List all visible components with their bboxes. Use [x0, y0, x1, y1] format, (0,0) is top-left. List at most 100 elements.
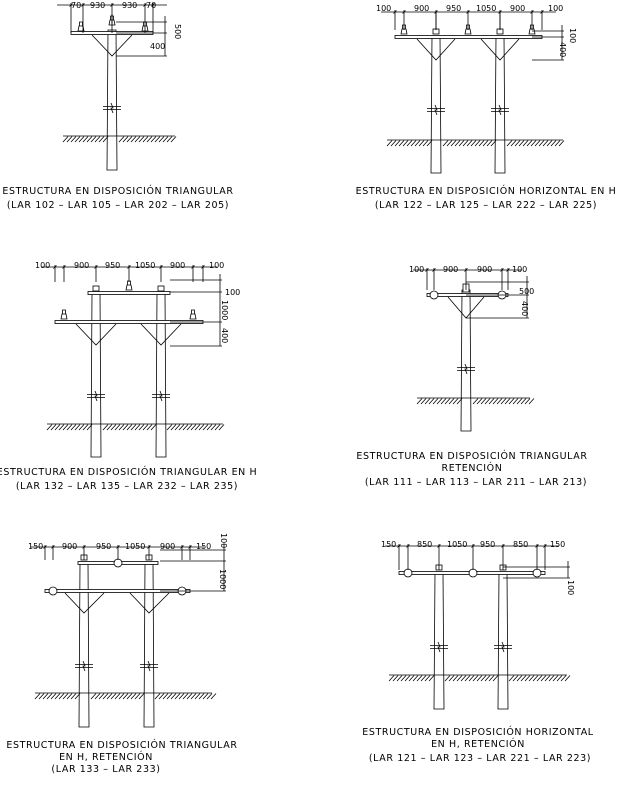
dimension-tick [437, 544, 441, 548]
ground-hatch [134, 136, 141, 143]
ground-hatch [514, 140, 521, 147]
structure-codes: (LAR 102 – LAR 105 – LAR 202 – LAR 205) [7, 200, 229, 211]
ground-hatch [198, 424, 205, 431]
dimension-tick [530, 10, 534, 14]
ground-hatch [206, 693, 213, 700]
insulator-icon [125, 280, 133, 291]
ground-hatch [532, 675, 539, 682]
structure-title: ESTRUCTURA EN DISPOSICIÓN TRIANGULAR EN … [0, 466, 257, 478]
dimension-tick [406, 544, 410, 548]
ground-hatch [404, 675, 411, 682]
ground-hatch [416, 398, 423, 405]
structure-codes: (LAR 133 – LAR 233) [51, 764, 160, 775]
ground-hatch [46, 424, 53, 431]
ground-hatch [50, 424, 57, 431]
ground-hatch [528, 398, 535, 405]
ground-hatch [62, 136, 69, 143]
dim-label: 70 [146, 1, 156, 10]
ground-hatch [394, 140, 401, 147]
ground-hatch [34, 693, 41, 700]
ground-hatch [546, 140, 553, 147]
pole-break-mark [501, 641, 505, 653]
ground-hatch [490, 140, 497, 147]
structure-5-labels: 150 900 950 1050 900 150 100 1000 ESTRUC… [6, 533, 237, 775]
dim-label: 100 [209, 261, 224, 270]
ground-hatch [452, 675, 459, 682]
dim-label: 70 [71, 1, 81, 10]
dimension-tick [201, 265, 205, 269]
dim-label: 100 [512, 265, 527, 274]
dim-label: 1050 [135, 261, 155, 270]
pole-cap [157, 285, 165, 292]
ground-hatch [202, 693, 209, 700]
ground-hatch [542, 140, 549, 147]
ground-hatch [78, 424, 85, 431]
structure-subtitle: EN H, RETENCIÓN [59, 751, 153, 763]
ground-hatch [552, 675, 559, 682]
ground-hatch [410, 140, 417, 147]
ground-hatch [66, 693, 73, 700]
dimension-tick [543, 544, 547, 548]
ground-hatch [166, 136, 173, 143]
ground-hatch [560, 675, 567, 682]
ground-hatch [114, 424, 121, 431]
ground-hatch [138, 693, 145, 700]
ground-hatch [150, 424, 157, 431]
ground-hatch [536, 675, 543, 682]
structure-codes: (LAR 132 – LAR 135 – LAR 232 – LAR 235) [16, 481, 238, 492]
ground-hatch [480, 675, 487, 682]
pole [78, 562, 90, 728]
structure-2-labels: 100 900 950 1050 900 100 100 400 ESTRUCT… [356, 4, 616, 211]
brace [64, 592, 105, 614]
structure-title: ESTRUCTURA EN DISPOSICIÓN HORIZONTAL [362, 726, 594, 738]
dim-label: 950 [96, 542, 111, 551]
ground-hatch [114, 693, 121, 700]
ground-hatch [390, 140, 397, 147]
ground-hatch [210, 693, 217, 700]
ground-hatch [416, 675, 423, 682]
dim-label: 150 [28, 542, 43, 551]
ground-hatch [126, 693, 133, 700]
ground-hatch [424, 398, 431, 405]
dim-label: 900 [510, 4, 525, 13]
ground-hatch [520, 398, 527, 405]
ground-hatch [102, 693, 109, 700]
ground-hatch [448, 398, 455, 405]
ground-hatch [418, 140, 425, 147]
ground-hatch [170, 693, 177, 700]
ground-hatch [496, 398, 503, 405]
ground-hatch [386, 140, 393, 147]
ground-hatch [94, 136, 101, 143]
ground-hatch [520, 675, 527, 682]
ground-hatch [556, 675, 563, 682]
pole-break-mark [464, 363, 468, 375]
dim-label: 100 [409, 265, 424, 274]
ground-hatch [482, 140, 489, 147]
ground-hatch [158, 693, 165, 700]
dimension-tick [393, 10, 397, 14]
ground-hatch [558, 140, 565, 147]
ground-hatch [480, 398, 487, 405]
pole-break-mark [82, 660, 86, 672]
ground-hatch [396, 675, 403, 682]
dim-label: 100 [566, 580, 575, 595]
ground-hatch [122, 424, 129, 431]
structure-title: ESTRUCTURA EN DISPOSICIÓN TRIANGULAR [2, 185, 233, 197]
dim-label: 400 [150, 42, 165, 51]
ground-hatch [488, 398, 495, 405]
tension-clamp-icon [48, 586, 58, 596]
ground-hatch [86, 136, 93, 143]
structure-subtitle: EN H, RETENCIÓN [431, 738, 525, 750]
dimension-tick [466, 10, 470, 14]
ground-hatch [526, 140, 533, 147]
dimension-tick [143, 3, 147, 7]
ground-hatch [458, 140, 465, 147]
dim-label: 1050 [125, 542, 145, 551]
dim-label: 400 [520, 301, 529, 316]
dim-label: 900 [477, 265, 492, 274]
tension-clamp-icon [113, 558, 123, 568]
dim-label: 150 [196, 542, 211, 551]
pole-break-mark [147, 660, 151, 672]
dim-label: 150 [381, 540, 396, 549]
